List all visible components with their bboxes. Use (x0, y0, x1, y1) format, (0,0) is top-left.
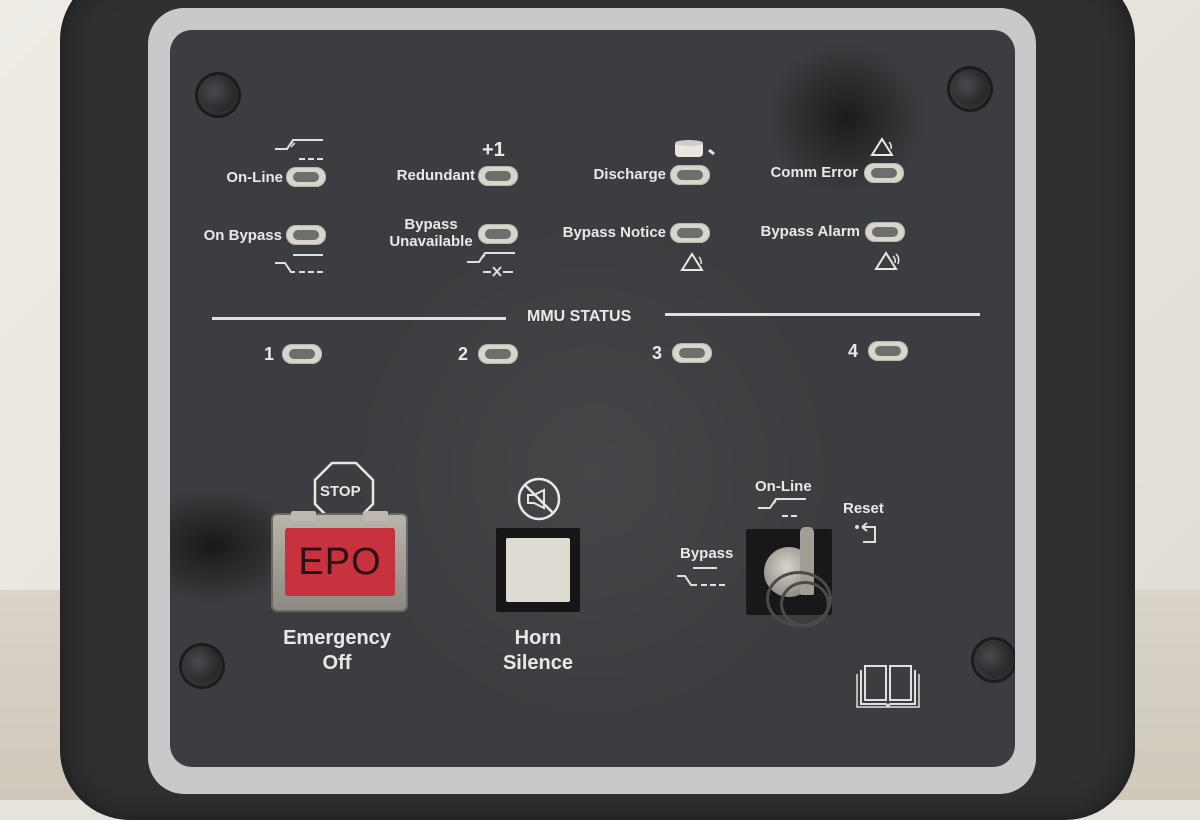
screw-bottom-right (974, 640, 1014, 680)
mmu-2-led (478, 344, 518, 364)
bypass-unavailable-label-line2: Unavailable (389, 233, 473, 250)
mmu-4-number: 4 (848, 341, 859, 361)
mmu-status-title: MMU STATUS (527, 308, 632, 325)
mmu-1-led (282, 344, 322, 364)
on-bypass-led (286, 225, 326, 245)
online-led (286, 167, 326, 187)
online-path-icon (273, 137, 325, 163)
horn-silence-bezel (496, 528, 580, 612)
mmu-3-number: 3 (652, 343, 663, 363)
mmu-divider-left (212, 317, 506, 320)
bypass-path-icon (273, 251, 325, 277)
keyswitch-online-icon (756, 496, 808, 522)
notice-triangle-icon (680, 251, 706, 273)
key-ring-inner (780, 581, 830, 627)
keyswitch-online-label: On-Line (755, 478, 812, 495)
horn-silence-button[interactable] (506, 538, 570, 602)
screw-bottom-left (182, 646, 222, 686)
bypass-notice-led (670, 223, 710, 243)
bypass-unavailable-icon (465, 248, 519, 278)
epo-hinge-left (291, 511, 316, 521)
keyswitch-bypass-icon (675, 564, 731, 590)
redundant-plus-one-icon: +1 (482, 139, 505, 161)
epo-button[interactable]: EPO (285, 528, 395, 596)
keyswitch[interactable] (746, 527, 832, 627)
on-bypass-label: On Bypass (203, 227, 282, 244)
battery-discharge-icon (673, 138, 719, 162)
warning-triangle-icon (870, 136, 896, 158)
mmu-4-led (868, 341, 908, 361)
reset-arrow-icon (853, 520, 883, 548)
horn-mute-icon (516, 476, 562, 522)
bypass-alarm-label: Bypass Alarm (760, 223, 861, 240)
mmu-2-number: 2 (458, 344, 469, 364)
screw-top-right (950, 69, 990, 109)
emergency-off-label: Emergency Off (262, 626, 412, 676)
alarm-triangle-icon (874, 250, 904, 272)
epo-cover[interactable]: EPO (273, 511, 406, 610)
bypass-notice-label: Bypass Notice (562, 224, 666, 241)
comm-error-label: Comm Error (770, 164, 858, 181)
keyswitch-bypass-label: Bypass (680, 545, 734, 562)
manual-book-icon (855, 660, 921, 708)
bypass-alarm-led (865, 222, 905, 242)
mmu-1-number: 1 (264, 344, 275, 364)
bypass-unavailable-label: Bypass Unavailable (386, 216, 476, 250)
control-panel: On-Line +1 Redundant Discharge Comm Erro… (170, 30, 1015, 767)
mmu-3-led (672, 343, 712, 363)
redundant-led (478, 166, 518, 186)
horn-silence-label: Horn Silence (483, 626, 593, 676)
bypass-unavailable-label-line1: Bypass (404, 216, 458, 233)
emergency-off-label-line1: Emergency (283, 627, 391, 649)
online-label: On-Line (226, 169, 283, 186)
horn-silence-label-line1: Horn (514, 627, 562, 649)
emergency-off-label-line2: Off (322, 652, 352, 674)
redundant-label: Redundant (396, 167, 475, 184)
comm-error-led (864, 163, 904, 183)
bypass-unavailable-led (478, 224, 518, 244)
discharge-label: Discharge (593, 166, 666, 183)
horn-silence-label-line2: Silence (502, 652, 574, 674)
mmu-divider-right (665, 313, 980, 316)
screw-top-left (198, 75, 238, 115)
discharge-led (670, 165, 710, 185)
keyswitch-reset-label: Reset (843, 500, 884, 517)
epo-hinge-right (363, 511, 388, 521)
stop-sign-text: STOP (320, 483, 361, 500)
